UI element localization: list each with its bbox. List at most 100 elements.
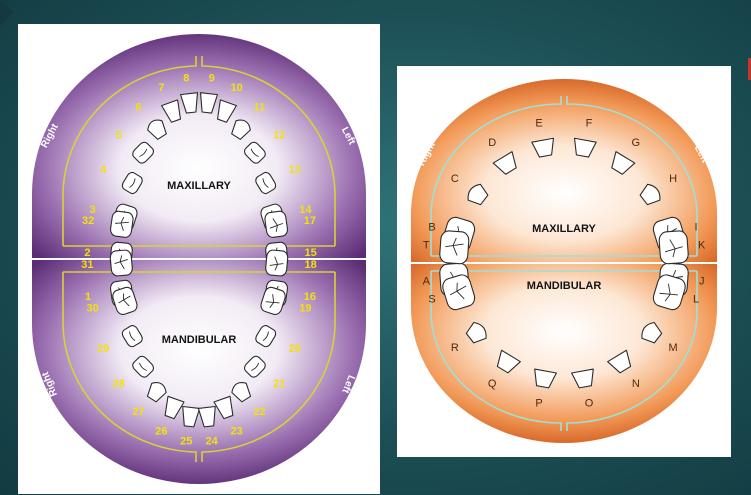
tooth-letter: O — [585, 398, 594, 410]
tooth-number: 19 — [299, 303, 311, 315]
tooth-number: 13 — [289, 164, 301, 176]
tooth-number: 16 — [304, 291, 316, 303]
tooth-T — [439, 230, 470, 265]
tooth-letter: K — [698, 240, 706, 252]
tooth-number: 31 — [81, 259, 93, 271]
tooth-K — [658, 230, 689, 265]
primary-quadrant-outline — [430, 96, 698, 431]
tooth-11 — [231, 119, 251, 140]
tooth-number: 15 — [304, 247, 316, 259]
tooth-number: 30 — [86, 303, 98, 315]
tooth-H — [639, 183, 661, 206]
mandibular-label: MANDIBULAR — [162, 334, 237, 346]
tooth-number: 5 — [116, 129, 122, 141]
tooth-21 — [244, 355, 266, 378]
tooth-25 — [182, 405, 201, 428]
tooth-letter: P — [535, 398, 542, 410]
tooth-letter: A — [423, 276, 431, 288]
tooth-6 — [147, 119, 167, 140]
tooth-letter: B — [428, 221, 435, 233]
tooth-10 — [216, 99, 237, 123]
mandibular-teeth — [109, 210, 289, 428]
primary-maxillary-arch-shape — [411, 79, 717, 262]
maxillary-label: MAXILLARY — [167, 180, 231, 192]
tooth-letter: C — [451, 173, 459, 185]
maxillary-arch-shape — [32, 34, 366, 258]
tooth-letter: G — [632, 137, 641, 149]
tooth-number: 11 — [254, 102, 266, 114]
tooth-number: 2 — [84, 247, 90, 259]
tooth-N — [607, 349, 632, 374]
tooth-12 — [244, 141, 266, 164]
tooth-5 — [132, 141, 154, 164]
tooth-F — [573, 137, 597, 158]
tooth-9 — [199, 92, 218, 114]
tooth-19 — [260, 286, 286, 316]
tooth-number: 12 — [273, 129, 285, 141]
tooth-letter: E — [535, 118, 542, 130]
tooth-number: 29 — [97, 343, 109, 355]
tooth-number: 18 — [304, 259, 316, 271]
tooth-22 — [231, 382, 252, 403]
tooth-number: 28 — [113, 378, 125, 390]
tooth-number: 10 — [230, 82, 242, 94]
tooth-number: 14 — [299, 204, 312, 216]
tooth-number: 23 — [230, 426, 242, 438]
primary-mandibular-teeth — [439, 230, 689, 389]
tooth-number: 8 — [183, 72, 189, 84]
quadrant-outline — [62, 56, 336, 462]
tooth-4 — [121, 171, 143, 195]
tooth-number: 4 — [100, 164, 107, 176]
tooth-letter: N — [632, 378, 640, 390]
tooth-letter: I — [694, 221, 697, 233]
primary-maxillary-label: MAXILLARY — [532, 223, 596, 235]
tooth-32 — [110, 210, 134, 238]
tooth-G — [611, 151, 636, 175]
tooth-28 — [132, 355, 154, 378]
primary-mandibular-label: MANDIBULAR — [527, 280, 602, 292]
tooth-17 — [264, 210, 288, 238]
tooth-S — [442, 274, 476, 311]
tooth-letter: S — [428, 294, 435, 306]
tooth-letter: M — [669, 342, 678, 354]
tooth-letter: Q — [488, 378, 497, 390]
tooth-Q — [496, 349, 521, 374]
tooth-number: 21 — [273, 378, 285, 390]
tooth-number: 3 — [90, 204, 96, 216]
tooth-number: 6 — [135, 102, 141, 114]
tooth-O — [571, 368, 594, 389]
tooth-30 — [112, 286, 138, 316]
tooth-20 — [255, 325, 277, 348]
tooth-number: 26 — [155, 426, 167, 438]
tooth-number: 32 — [82, 215, 94, 227]
tooth-letter: F — [586, 118, 593, 130]
tooth-29 — [121, 325, 143, 348]
tooth-letter: T — [423, 240, 430, 252]
tooth-18 — [265, 249, 289, 277]
tooth-number: 9 — [209, 72, 215, 84]
tooth-31 — [109, 249, 133, 277]
tooth-number: 24 — [206, 436, 219, 448]
tooth-number: 22 — [253, 406, 265, 418]
tooth-D — [492, 151, 517, 175]
tooth-number: 20 — [289, 343, 301, 355]
tooth-E — [531, 137, 555, 158]
slide-arrow-icon — [0, 0, 14, 26]
tooth-7 — [161, 99, 182, 123]
tooth-number: 1 — [85, 291, 91, 303]
tooth-24 — [197, 405, 216, 428]
tooth-P — [534, 368, 557, 389]
tooth-C — [467, 183, 489, 206]
tooth-23 — [213, 395, 234, 420]
mandibular-arch-shape — [32, 260, 366, 484]
tooth-letter: H — [669, 173, 677, 185]
tooth-letter: J — [699, 276, 705, 288]
tooth-M — [641, 321, 663, 344]
tooth-26 — [164, 395, 185, 420]
tooth-8 — [180, 92, 199, 114]
tooth-27 — [146, 382, 167, 403]
tooth-letter: L — [693, 294, 699, 306]
tooth-number: 25 — [180, 436, 192, 448]
